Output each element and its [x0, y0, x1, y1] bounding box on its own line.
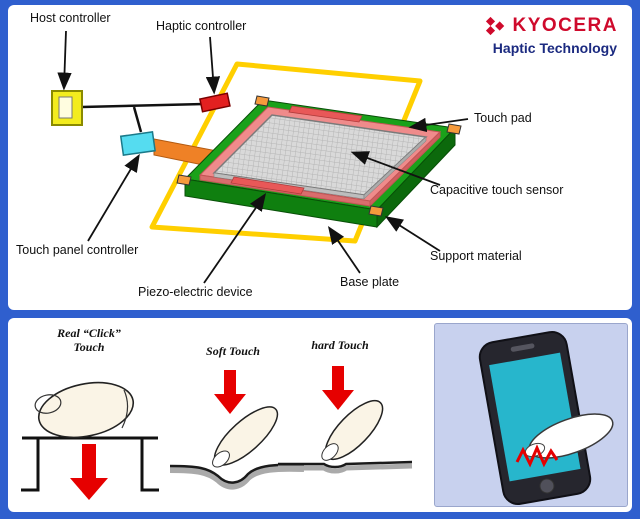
host-controller-box — [51, 90, 83, 126]
label-touch-pad: Touch pad — [474, 111, 532, 125]
label-real-click-touch: Real “Click” Touch — [57, 326, 121, 354]
label-touch-panel-controller: Touch panel controller — [16, 243, 139, 257]
brand-tagline: Haptic Technology — [492, 40, 617, 56]
haptic-controller-box — [198, 92, 231, 113]
press-arrow — [70, 444, 108, 500]
touch-type-figures — [21, 366, 413, 500]
label-hard-touch: hard Touch — [311, 338, 369, 352]
smartphone-illustration — [478, 330, 614, 506]
finger-illustration — [34, 381, 135, 439]
annotation-arrows — [57, 30, 469, 284]
touchpad-assembly-diagram — [51, 30, 469, 284]
label-soft-touch: Soft Touch — [206, 344, 260, 358]
hard-touch-figure — [278, 366, 413, 474]
finger-illustration — [212, 406, 279, 468]
soft-surface-line — [169, 463, 305, 484]
haptic-vibration-zigzag — [515, 444, 559, 468]
home-button — [539, 478, 555, 494]
earpiece-slot — [510, 343, 535, 352]
label-host-controller: Host controller — [30, 11, 111, 25]
phone-illustration-area — [434, 323, 628, 507]
label-base-plate: Base plate — [340, 275, 400, 289]
drive-wire-loop — [149, 61, 423, 244]
support-blocks — [176, 95, 462, 217]
press-arrow — [322, 366, 354, 410]
label-haptic-controller: Haptic controller — [156, 19, 247, 33]
kyocera-logo: KYOCERA — [485, 15, 618, 37]
piezo-actuator-strips — [230, 105, 363, 195]
real-click-touch-figure — [21, 381, 159, 500]
soft-surface-shadow — [169, 465, 305, 490]
kyocera-logo-text: KYOCERA — [512, 15, 618, 36]
label-capacitive-touch-sensor: Capacitive touch sensor — [430, 183, 564, 197]
label-piezo-electric-device: Piezo-electric device — [138, 285, 253, 299]
hard-surface-shadow — [278, 463, 413, 474]
finger-illustration — [321, 399, 384, 461]
hard-surface-line — [278, 460, 413, 469]
touch-types-panel: Real “Click” Touch Soft Touch hard Touch — [8, 318, 632, 512]
touch-panel-controller-box — [119, 131, 156, 156]
soft-touch-figure — [169, 370, 305, 490]
haptic-architecture-panel: Host controller Haptic controller Touch … — [8, 5, 632, 310]
smartphone-body — [478, 330, 592, 506]
kyocera-logo-icon — [486, 16, 505, 36]
press-arrow — [214, 370, 246, 414]
label-support-material: Support material — [430, 249, 522, 263]
controller-wires — [81, 102, 205, 133]
